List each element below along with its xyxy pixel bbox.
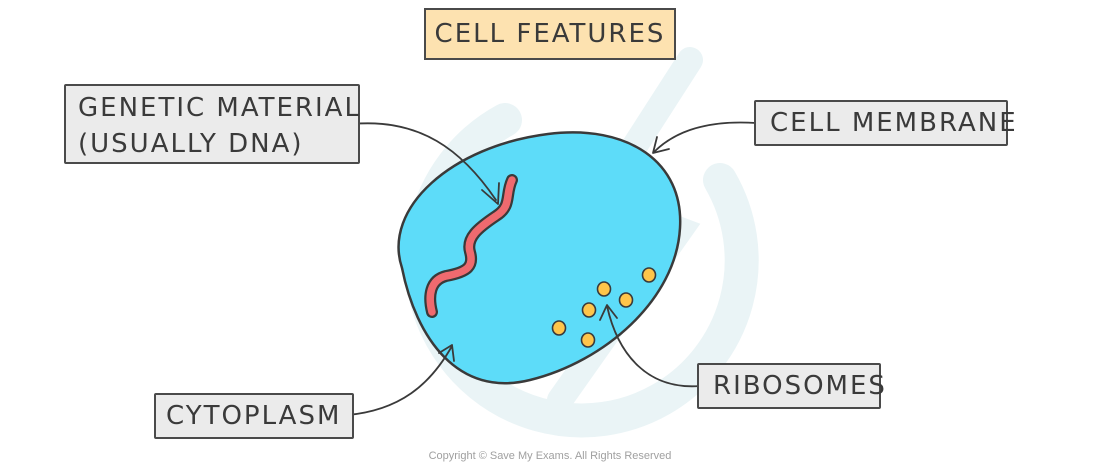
label-genetic-material-line1: GENETIC MATERIAL (78, 93, 361, 123)
arrow-cell-membrane (653, 121, 757, 153)
label-cytoplasm-text: CYTOPLASM (166, 401, 342, 431)
ribosome (551, 320, 567, 336)
label-cell-membrane: CELL MEMBRANE (754, 100, 1016, 146)
arrowhead-cell-membrane (652, 136, 670, 154)
ribosome (618, 292, 634, 308)
label-ribosomes-text: RIBOSOMES (713, 371, 887, 401)
arrow-cytoplasm (347, 345, 453, 416)
arrowhead-genetic-material (481, 182, 500, 205)
ribosome (641, 267, 657, 283)
dna-strand-fill (426, 176, 516, 316)
copyright-notice: Copyright © Save My Exams. All Rights Re… (428, 450, 672, 462)
label-ribosomes: RIBOSOMES (697, 363, 885, 409)
label-cytoplasm: CYTOPLASM (154, 393, 354, 439)
label-genetic-material: GENETIC MATERIAL (USUALLY DNA) (64, 84, 360, 164)
label-cell-membrane-text: CELL MEMBRANE (770, 108, 1018, 138)
ribosome (596, 281, 612, 297)
label-genetic-material-line2: (USUALLY DNA) (78, 129, 304, 159)
ribosomes (551, 267, 657, 348)
diagram-title-text: CELL FEATURES (434, 19, 666, 49)
arrow-ribosomes (606, 305, 701, 388)
arrowhead-ribosomes (599, 304, 618, 321)
arrowhead-cytoplasm (438, 344, 455, 362)
arrow-genetic-material (351, 122, 497, 201)
ribosome (580, 332, 596, 348)
diagram-title: CELL FEATURES (424, 8, 676, 60)
ribosome (581, 302, 597, 318)
